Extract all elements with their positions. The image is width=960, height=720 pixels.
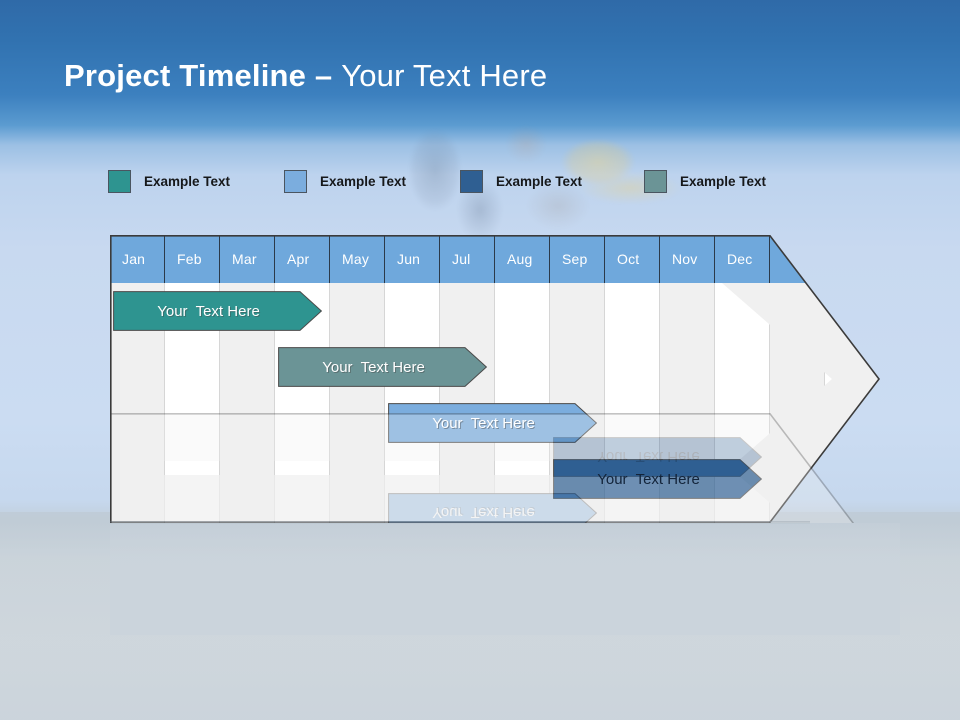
task-bar-shape-3 <box>388 403 597 443</box>
legend-swatch-4 <box>644 169 667 193</box>
legend-swatch-1 <box>108 169 131 193</box>
legend-swatch-3 <box>460 169 483 193</box>
legend-item-1[interactable]: Example Text <box>108 168 230 194</box>
task-bar-label-1: Your Text Here <box>157 302 260 320</box>
task-bar-label-4: Your Text Here <box>597 470 700 488</box>
task-bar-shape-4 <box>553 459 762 499</box>
legend-swatch-2 <box>284 169 307 193</box>
legend-item-4[interactable]: Example Text <box>644 168 766 194</box>
legend: Example Text Example Text Example Text Exam… <box>108 168 808 196</box>
legend-label-1: Example Text <box>144 173 231 189</box>
task-bar-shape-2 <box>278 347 487 387</box>
task-bar-label-2: Your Text Here <box>322 358 425 376</box>
task-bar-label-3: Your Text Here <box>432 414 535 432</box>
legend-item-3[interactable]: Example Text <box>460 168 582 194</box>
task-bar-4[interactable]: Your Text Here <box>553 459 762 499</box>
task-bar-2[interactable]: Your Text Here <box>278 347 487 387</box>
task-bar-shape-1 <box>113 291 322 331</box>
task-bar-3[interactable]: Your Text Here <box>388 403 597 443</box>
legend-label-3: Example Text <box>496 173 583 189</box>
legend-label-4: Example Text <box>680 173 767 189</box>
legend-label-2: Example Text <box>320 173 407 189</box>
task-bar-1[interactable]: Your Text Here <box>113 291 322 331</box>
legend-item-2[interactable]: Example Text <box>284 168 406 194</box>
